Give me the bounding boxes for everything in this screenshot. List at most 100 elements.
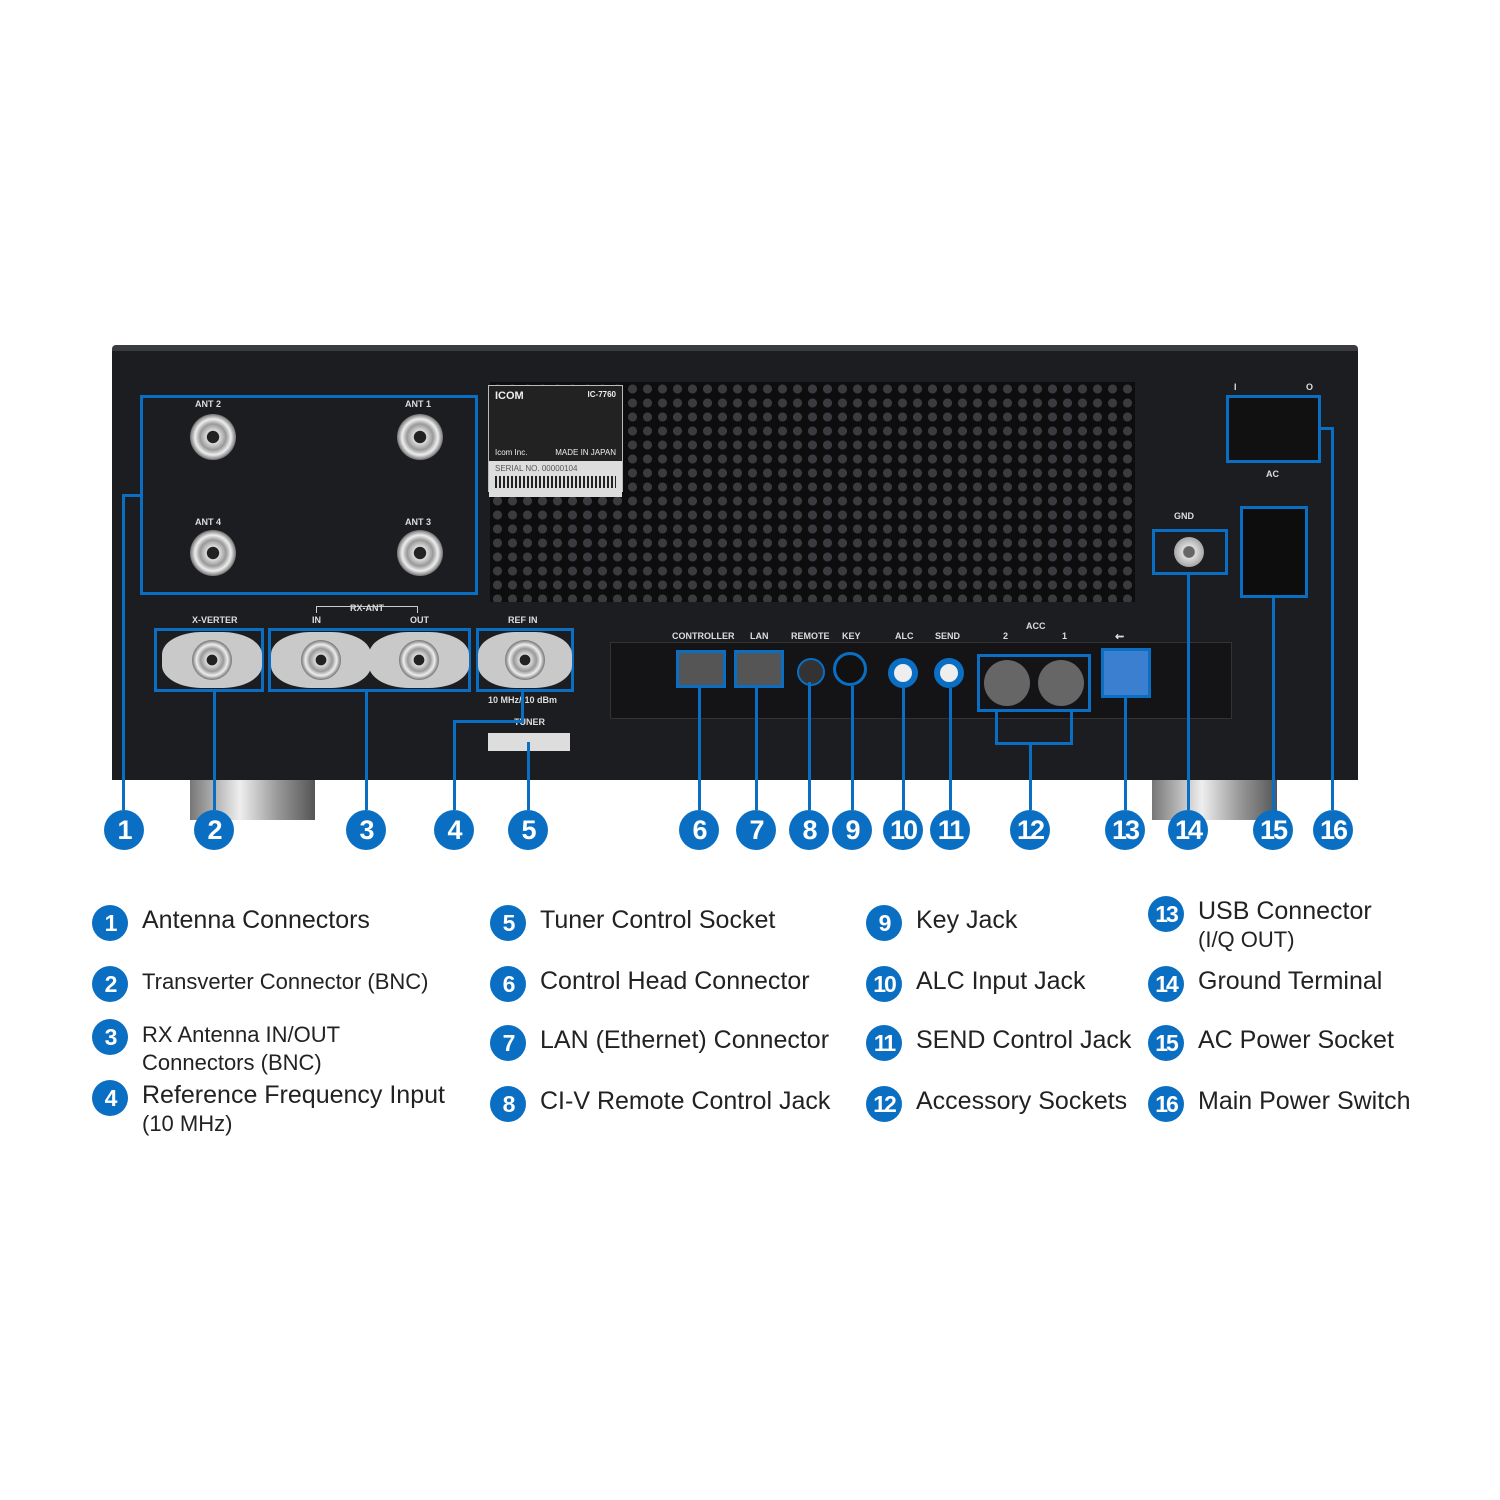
model-name: IC-7760 xyxy=(587,390,616,399)
legend-number: 1 xyxy=(92,905,128,941)
ant4-label: ANT 4 xyxy=(195,517,222,527)
legend-label: SEND Control Jack xyxy=(916,1026,1132,1054)
usb-port[interactable] xyxy=(1101,648,1151,698)
callout-8: 8 xyxy=(789,810,829,850)
callout-14: 14 xyxy=(1168,810,1208,850)
legend-label: Tuner Control Socket xyxy=(540,906,776,934)
callout-6: 6 xyxy=(679,810,719,850)
legend-number: 8 xyxy=(490,1086,526,1122)
legend-item-5: 5 Tuner Control Socket xyxy=(490,905,775,941)
leader-4b xyxy=(453,720,524,723)
legend-label: RX Antenna IN/OUT xyxy=(142,1022,341,1047)
send-jack[interactable] xyxy=(934,658,964,688)
callout-11: 11 xyxy=(930,810,970,850)
leader-15 xyxy=(1272,598,1275,810)
leader-7 xyxy=(755,688,758,810)
acc-box xyxy=(977,654,1091,712)
xverter-label: X-VERTER xyxy=(192,615,238,625)
rx-out-label: OUT xyxy=(410,615,429,625)
legend-label: Main Power Switch xyxy=(1198,1087,1411,1115)
legend-label: Accessory Sockets xyxy=(916,1087,1128,1115)
rx-in-label: IN xyxy=(312,615,321,625)
legend-number: 2 xyxy=(92,966,128,1002)
alc-label: ALC xyxy=(895,631,914,641)
leader-10 xyxy=(902,688,905,810)
alc-jack[interactable] xyxy=(888,658,918,688)
xverter-box xyxy=(154,628,264,692)
tuner-label: TUNER xyxy=(514,717,545,727)
leader-4a xyxy=(521,692,524,722)
refin-box xyxy=(476,628,574,692)
legend-number: 13 xyxy=(1148,896,1184,932)
callout-1: 1 xyxy=(104,810,144,850)
gnd-label: GND xyxy=(1174,511,1194,521)
ant3-label: ANT 3 xyxy=(405,517,432,527)
leader-13 xyxy=(1124,698,1127,810)
leader-11 xyxy=(949,688,952,810)
lan-port[interactable] xyxy=(734,650,784,688)
controller-port[interactable] xyxy=(676,650,726,688)
callout-10: 10 xyxy=(883,810,923,850)
legend-item-16: 16 Main Power Switch xyxy=(1148,1086,1411,1122)
callout-3: 3 xyxy=(346,810,386,850)
leader-1a xyxy=(122,494,142,497)
remote-label: REMOTE xyxy=(791,631,830,641)
acc1-socket[interactable] xyxy=(1038,660,1084,706)
ant2-connector[interactable] xyxy=(190,414,236,460)
controller-label: CONTROLLER xyxy=(672,631,735,641)
legend-number: 16 xyxy=(1148,1086,1184,1122)
acc2-socket[interactable] xyxy=(984,660,1030,706)
xverter-connector[interactable] xyxy=(162,632,262,688)
refin-label: REF IN xyxy=(508,615,538,625)
callout-13: 13 xyxy=(1105,810,1145,850)
callout-16: 16 xyxy=(1313,810,1353,850)
callout-7: 7 xyxy=(736,810,776,850)
callout-12: 12 xyxy=(1010,810,1050,850)
leader-6 xyxy=(698,688,701,810)
refin-connector[interactable] xyxy=(478,632,572,688)
callout-5: 5 xyxy=(508,810,548,850)
off-label: O xyxy=(1306,382,1314,392)
legend-label: Key Jack xyxy=(916,906,1018,934)
ac-power-socket[interactable] xyxy=(1240,506,1308,598)
key-jack[interactable] xyxy=(833,652,867,686)
leader-12 xyxy=(1029,742,1032,810)
rx-in-connector[interactable] xyxy=(271,632,371,688)
legend-label: USB Connector xyxy=(1198,897,1372,925)
callout-4: 4 xyxy=(434,810,474,850)
legend-number: 5 xyxy=(490,905,526,941)
made-in: MADE IN JAPAN xyxy=(555,448,616,457)
legend-item-10: 10 ALC Input Jack xyxy=(866,966,1086,1002)
leader-4 xyxy=(453,720,456,810)
lan-label: LAN xyxy=(750,631,769,641)
legend-number: 4 xyxy=(92,1080,128,1116)
remote-jack[interactable] xyxy=(797,658,825,686)
legend-label: Ground Terminal xyxy=(1198,967,1383,995)
ant4-connector[interactable] xyxy=(190,530,236,576)
leader-16a xyxy=(1320,427,1334,430)
legend-label: Reference Frequency Input xyxy=(142,1081,445,1109)
rx-out-connector[interactable] xyxy=(369,632,469,688)
key-label: KEY xyxy=(842,631,861,641)
leader-14 xyxy=(1187,575,1190,810)
legend-number: 3 xyxy=(92,1019,128,1055)
ant1-connector[interactable] xyxy=(397,414,443,460)
legend-number: 10 xyxy=(866,966,902,1002)
legend-number: 15 xyxy=(1148,1025,1184,1061)
ant3-connector[interactable] xyxy=(397,530,443,576)
callout-2: 2 xyxy=(194,810,234,850)
rxant-box xyxy=(268,628,471,692)
legend-label: ALC Input Jack xyxy=(916,967,1086,995)
leader-9 xyxy=(851,686,854,810)
main-power-switch[interactable] xyxy=(1226,395,1321,463)
ground-terminal[interactable] xyxy=(1174,537,1204,567)
leader-1 xyxy=(122,494,125,810)
